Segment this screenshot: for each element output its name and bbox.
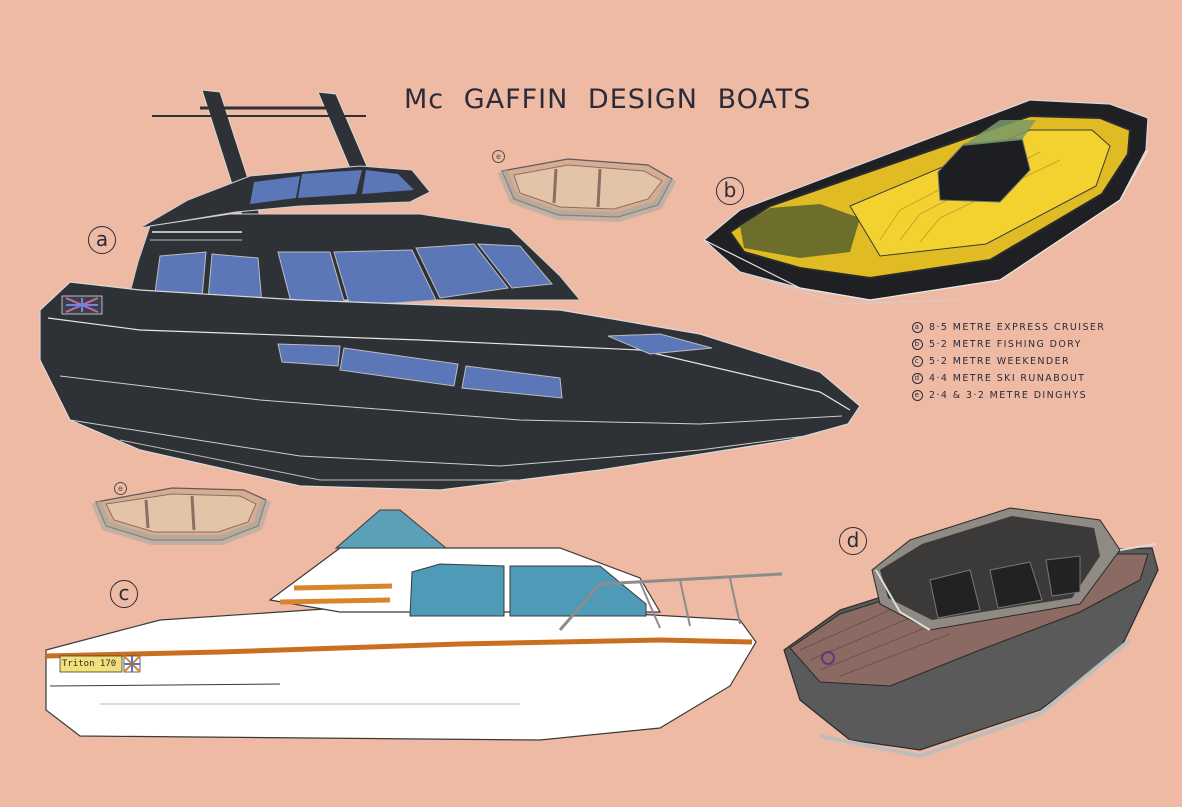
weekender-illustration (45, 509, 783, 741)
legend-text: 5·2 METRE WEEKENDER (929, 356, 1071, 367)
boat-legend: a 8·5 METRE EXPRESS CRUISER b 5·2 METRE … (912, 319, 1182, 404)
legend-text: 4·4 METRE SKI RUNABOUT (929, 373, 1086, 384)
fishing-dory-illustration (703, 99, 1149, 305)
dinghy-bottom-label: e (114, 482, 127, 495)
legend-text: 5·2 METRE FISHING DORY (929, 339, 1082, 350)
legend-marker: e (912, 390, 923, 401)
legend-marker: c (912, 356, 923, 367)
legend-row: a 8·5 METRE EXPRESS CRUISER (912, 319, 1182, 336)
legend-text: 8·5 METRE EXPRESS CRUISER (929, 322, 1106, 333)
legend-marker: d (912, 373, 923, 384)
express-cruiser-illustration (39, 89, 861, 491)
weekender-name-badge: Triton 170 (62, 659, 117, 669)
dinghy-top-illustration (497, 158, 677, 223)
boat-c-label: c (110, 580, 138, 608)
legend-row: c 5·2 METRE WEEKENDER (912, 353, 1182, 370)
legend-row: e 2·4 & 3·2 METRE DINGHYS (912, 387, 1182, 404)
legend-text: 2·4 & 3·2 METRE DINGHYS (929, 390, 1088, 401)
legend-marker: a (912, 322, 923, 333)
poster-title: Mc GAFFIN DESIGN BOATS (404, 84, 812, 115)
dinghy-bottom-illustration (91, 487, 271, 545)
boat-a-label: a (88, 226, 116, 254)
legend-row: d 4·4 METRE SKI RUNABOUT (912, 370, 1182, 387)
legend-marker: b (912, 339, 923, 350)
boat-b-label: b (716, 177, 744, 205)
dinghy-top-label: e (492, 150, 505, 163)
boat-d-label: d (839, 527, 867, 555)
legend-row: b 5·2 METRE FISHING DORY (912, 336, 1182, 353)
ski-runabout-illustration (783, 507, 1159, 759)
